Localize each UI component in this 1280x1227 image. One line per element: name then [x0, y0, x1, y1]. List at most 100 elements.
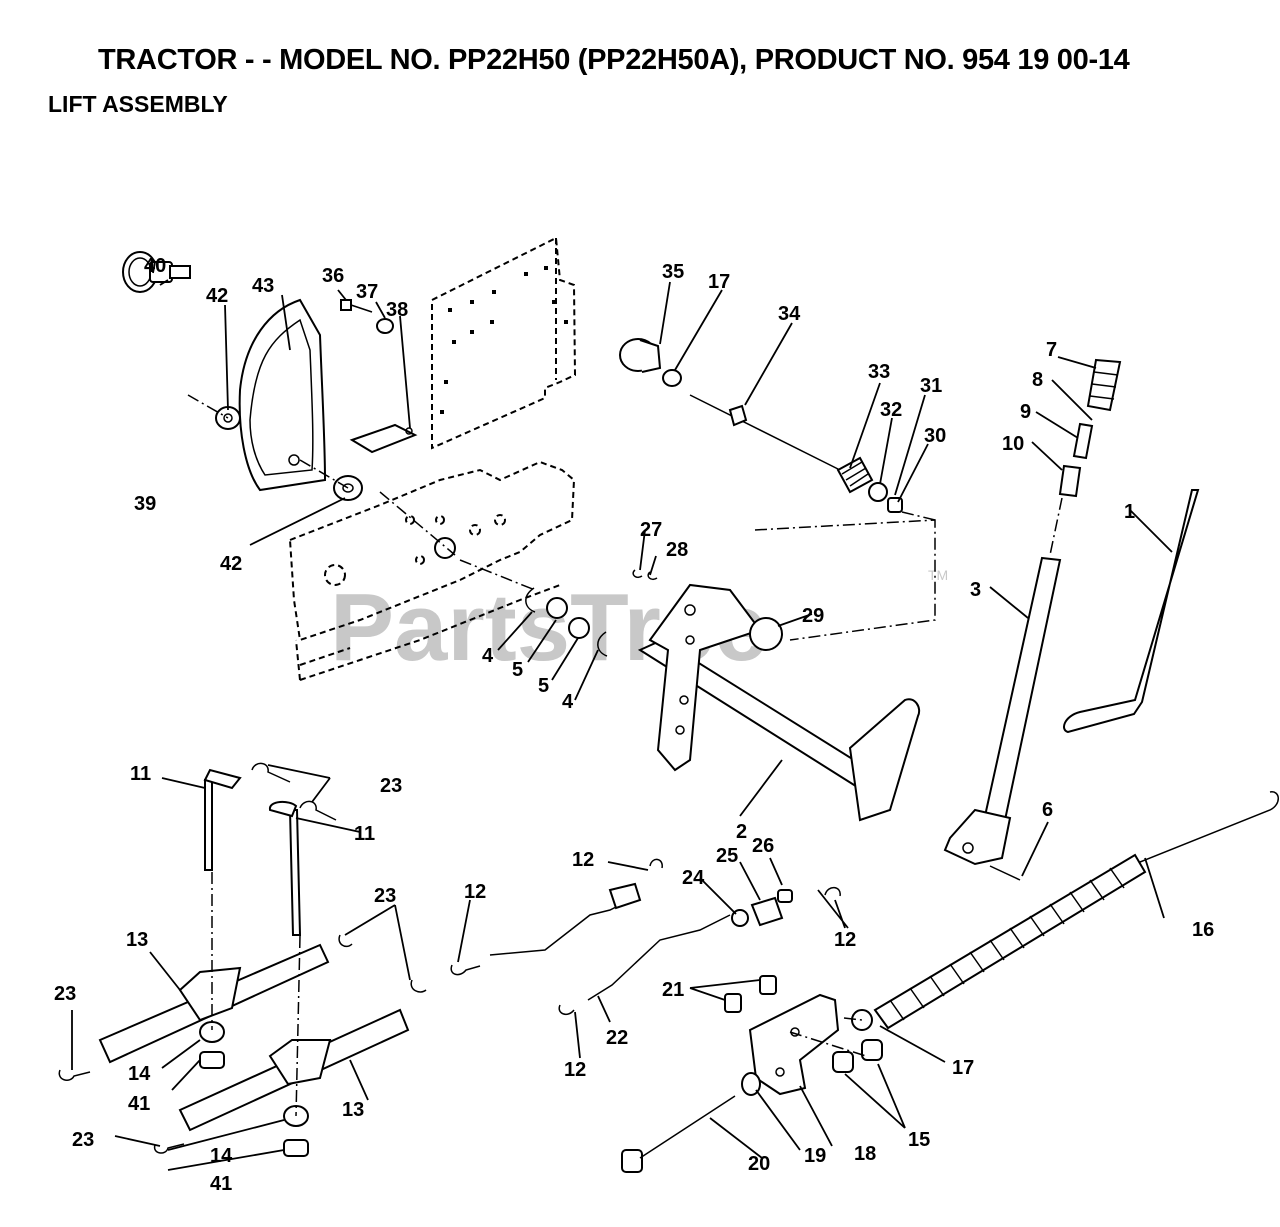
part-1-rod	[1063, 489, 1200, 734]
callout-11-left: 11	[130, 763, 151, 785]
part-37-washer	[376, 318, 394, 334]
callout-25: 25	[716, 845, 738, 867]
callout-22: 22	[606, 1027, 628, 1049]
callout-8: 8	[1032, 369, 1043, 391]
part-40-shoulder-bolt	[149, 261, 191, 283]
part-2-lift-shaft	[637, 583, 921, 822]
callout-1: 1	[1124, 501, 1135, 523]
part-4-clip-right	[597, 631, 608, 657]
callout-27: 27	[640, 519, 662, 541]
page-title: TRACTOR - - MODEL NO. PP22H50 (PP22H50A)…	[98, 44, 1130, 76]
part-15-nuts	[832, 1039, 883, 1073]
part-5-washer-right	[568, 617, 590, 639]
callout-23-top: 23	[380, 775, 402, 797]
callout-43: 43	[252, 275, 274, 297]
part-41-nut-lower	[283, 1139, 309, 1157]
callout-6: 6	[1042, 799, 1053, 821]
callout-2: 2	[736, 821, 747, 843]
part-14-washer-upper	[199, 1021, 225, 1043]
part-13-lift-link-lower	[178, 1008, 410, 1132]
part-7-grip	[1086, 358, 1122, 412]
callout-13-lower: 13	[342, 1099, 364, 1121]
callout-14-lower: 14	[210, 1145, 233, 1167]
callout-29: 29	[802, 605, 824, 627]
callout-10: 10	[1002, 433, 1024, 455]
callout-12-right: 12	[834, 929, 856, 951]
assembly-line-links	[211, 872, 867, 1117]
callout-24: 24	[682, 867, 705, 889]
callout-5-right: 5	[538, 675, 549, 697]
part-3-lift-handle	[943, 556, 1062, 866]
callout-3: 3	[970, 579, 981, 601]
callout-12-bottom: 12	[564, 1059, 586, 1081]
callout-42-upper: 42	[206, 285, 228, 307]
part-43-lift-plate	[238, 298, 327, 492]
callout-38: 38	[386, 299, 408, 321]
assembly-line-knob	[187, 394, 536, 591]
part-6-screw	[989, 865, 1021, 881]
part-22-link-rod	[489, 882, 731, 1001]
callout-41-upper: 41	[128, 1093, 150, 1115]
part-16-spring	[873, 791, 1279, 1030]
callout-17-lower: 17	[952, 1057, 974, 1079]
callout-39: 39	[134, 493, 156, 515]
part-9-pin	[1072, 422, 1094, 460]
part-18-bracket	[748, 993, 840, 1096]
callout-12-left: 12	[464, 881, 486, 903]
part-35-knob	[619, 338, 662, 373]
callout-31: 31	[920, 375, 942, 397]
callout-14-upper: 14	[128, 1063, 151, 1085]
callout-21: 21	[662, 979, 684, 1001]
callout-17-upper: 17	[708, 271, 730, 293]
assembly-line-handle	[1049, 497, 1063, 556]
part-20-long-bolt	[621, 1095, 736, 1173]
part-41-nut-upper	[199, 1051, 225, 1069]
callout-23-left: 23	[54, 983, 76, 1005]
callout-4-left: 4	[482, 645, 494, 667]
callout-5-left: 5	[512, 659, 523, 681]
callout-42-lower: 42	[220, 553, 242, 575]
callout-23-bottom: 23	[72, 1129, 94, 1151]
part-5-washer-left	[546, 597, 568, 619]
part-10-spring	[1058, 464, 1082, 498]
part-11-rod-right	[268, 800, 302, 936]
callout-4-right: 4	[562, 691, 574, 713]
part-32-washer	[868, 482, 888, 502]
callout-12-top: 12	[572, 849, 594, 871]
callout-9: 9	[1020, 401, 1031, 423]
callout-36: 36	[322, 265, 344, 287]
callout-13-upper: 13	[126, 929, 148, 951]
part-38-bracket	[349, 423, 418, 454]
frame-side-panel	[431, 236, 577, 450]
part-29-ferrule	[749, 617, 783, 651]
part-17-washer-upper	[662, 369, 682, 387]
callout-23-middle: 23	[374, 885, 396, 907]
callout-37: 37	[356, 281, 378, 303]
frame-rail	[288, 460, 576, 681]
callout-11-right: 11	[354, 823, 375, 845]
part-26-nut	[777, 889, 793, 903]
part-11-rod-left	[203, 768, 242, 871]
watermark-trademark: TM	[928, 567, 948, 583]
callout-30: 30	[924, 425, 946, 447]
callout-19: 19	[804, 1145, 826, 1167]
leader-lines	[71, 261, 1173, 1171]
callout-34: 34	[778, 303, 801, 325]
callout-26: 26	[752, 835, 774, 857]
callout-16: 16	[1192, 919, 1214, 941]
callout-32: 32	[880, 399, 902, 421]
part-4-clip-left	[525, 587, 536, 613]
callout-18: 18	[854, 1143, 876, 1165]
callout-35: 35	[662, 261, 684, 283]
callout-33: 33	[868, 361, 890, 383]
callout-20: 20	[748, 1153, 770, 1175]
part-34-adjustment-rod	[689, 394, 851, 476]
part-21-bolts	[724, 975, 777, 1013]
part-39-knob-cap	[122, 251, 158, 293]
callout-40: 40	[144, 255, 166, 277]
part-19-washer	[741, 1072, 761, 1096]
assembly-line-rod	[754, 511, 936, 641]
part-25-block	[750, 896, 784, 927]
callout-41-lower: 41	[210, 1173, 232, 1195]
